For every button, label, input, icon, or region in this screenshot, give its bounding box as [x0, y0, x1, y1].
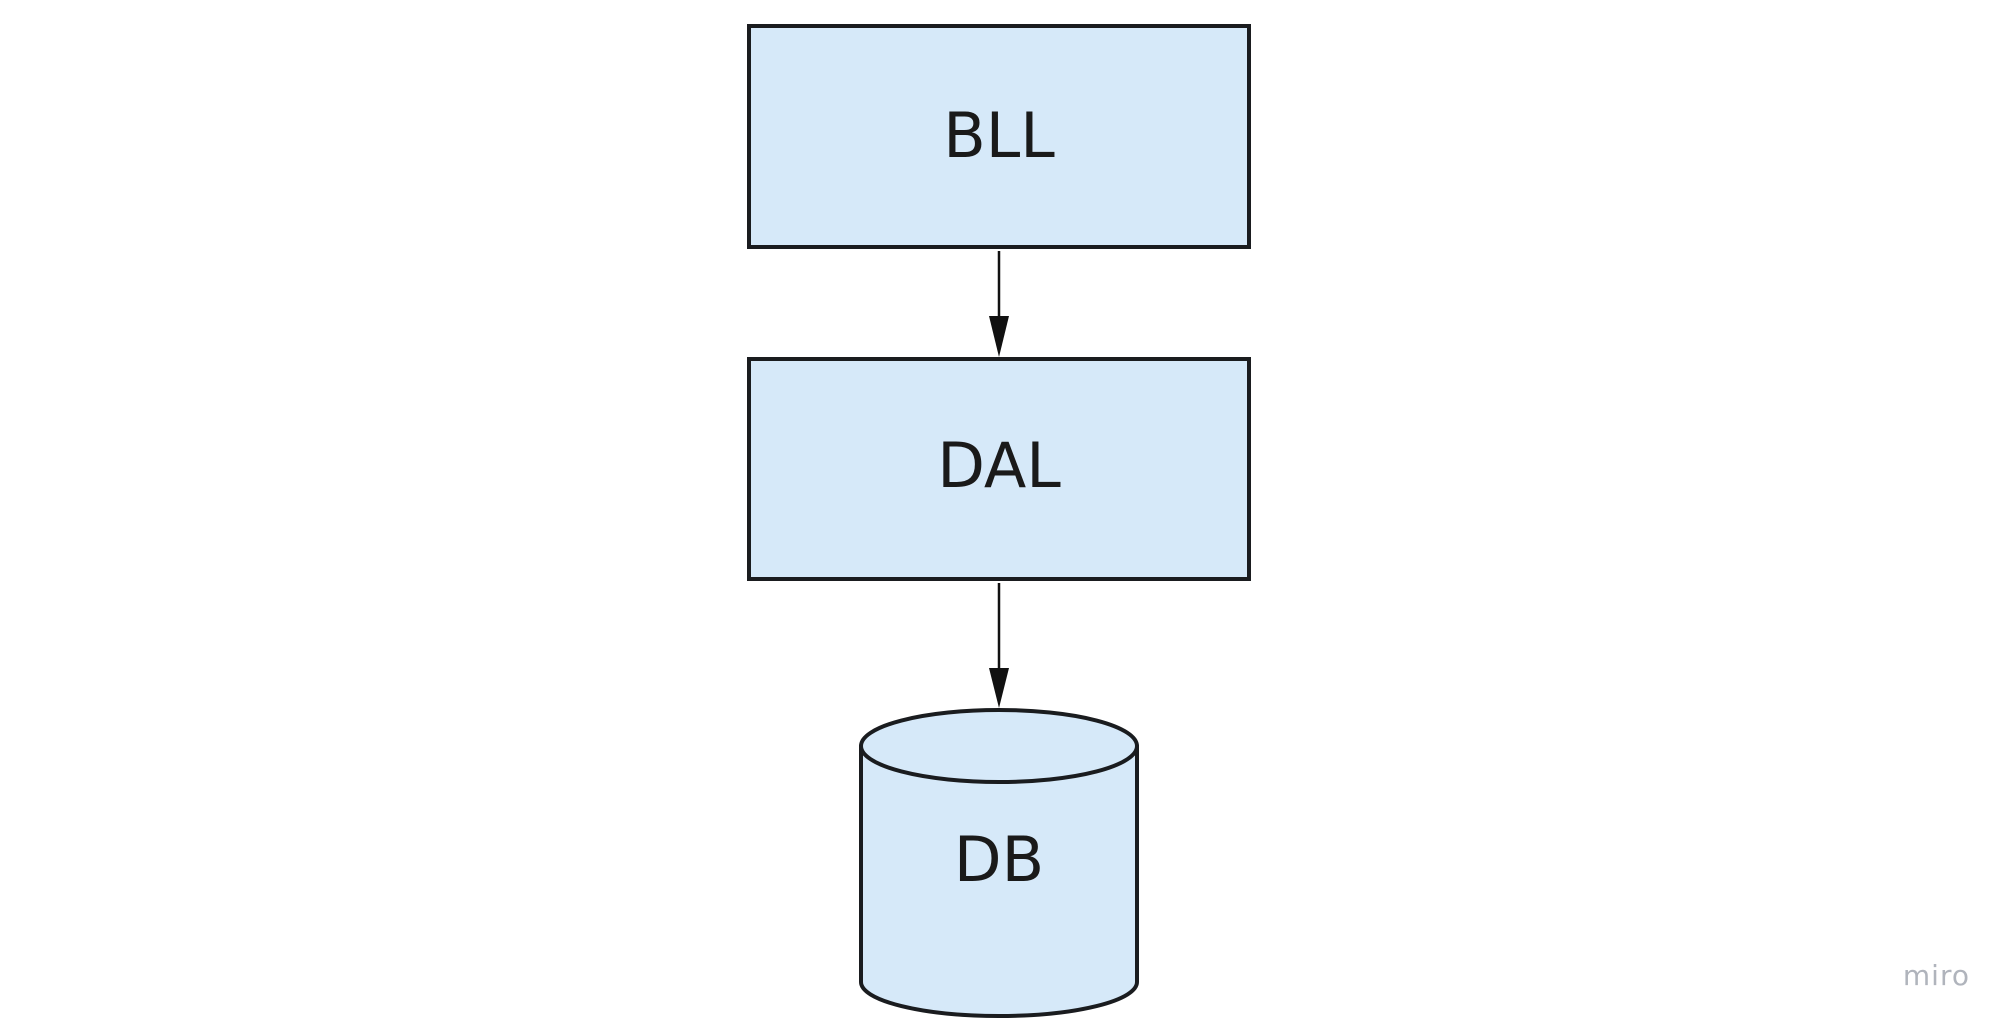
node-bll-box	[747, 24, 1251, 249]
node-bll-label: BLL	[943, 99, 1055, 172]
node-db-body	[859, 744, 1139, 1018]
node-dal[interactable]: DAL	[747, 357, 1251, 581]
node-dal-label: DAL	[937, 429, 1061, 502]
node-db-label: DB	[954, 823, 1044, 896]
node-bll[interactable]: BLL	[747, 24, 1251, 249]
node-dal-box	[747, 357, 1251, 581]
node-db[interactable]: DB	[859, 708, 1139, 1018]
edge-dal-to-db	[989, 583, 1009, 708]
edge-bll-to-dal-arrowhead	[989, 316, 1009, 357]
miro-watermark: miro	[1903, 959, 1970, 992]
edge-dal-to-db-arrowhead	[989, 668, 1009, 708]
edge-bll-to-dal	[989, 251, 1009, 357]
node-db-top	[859, 708, 1139, 784]
